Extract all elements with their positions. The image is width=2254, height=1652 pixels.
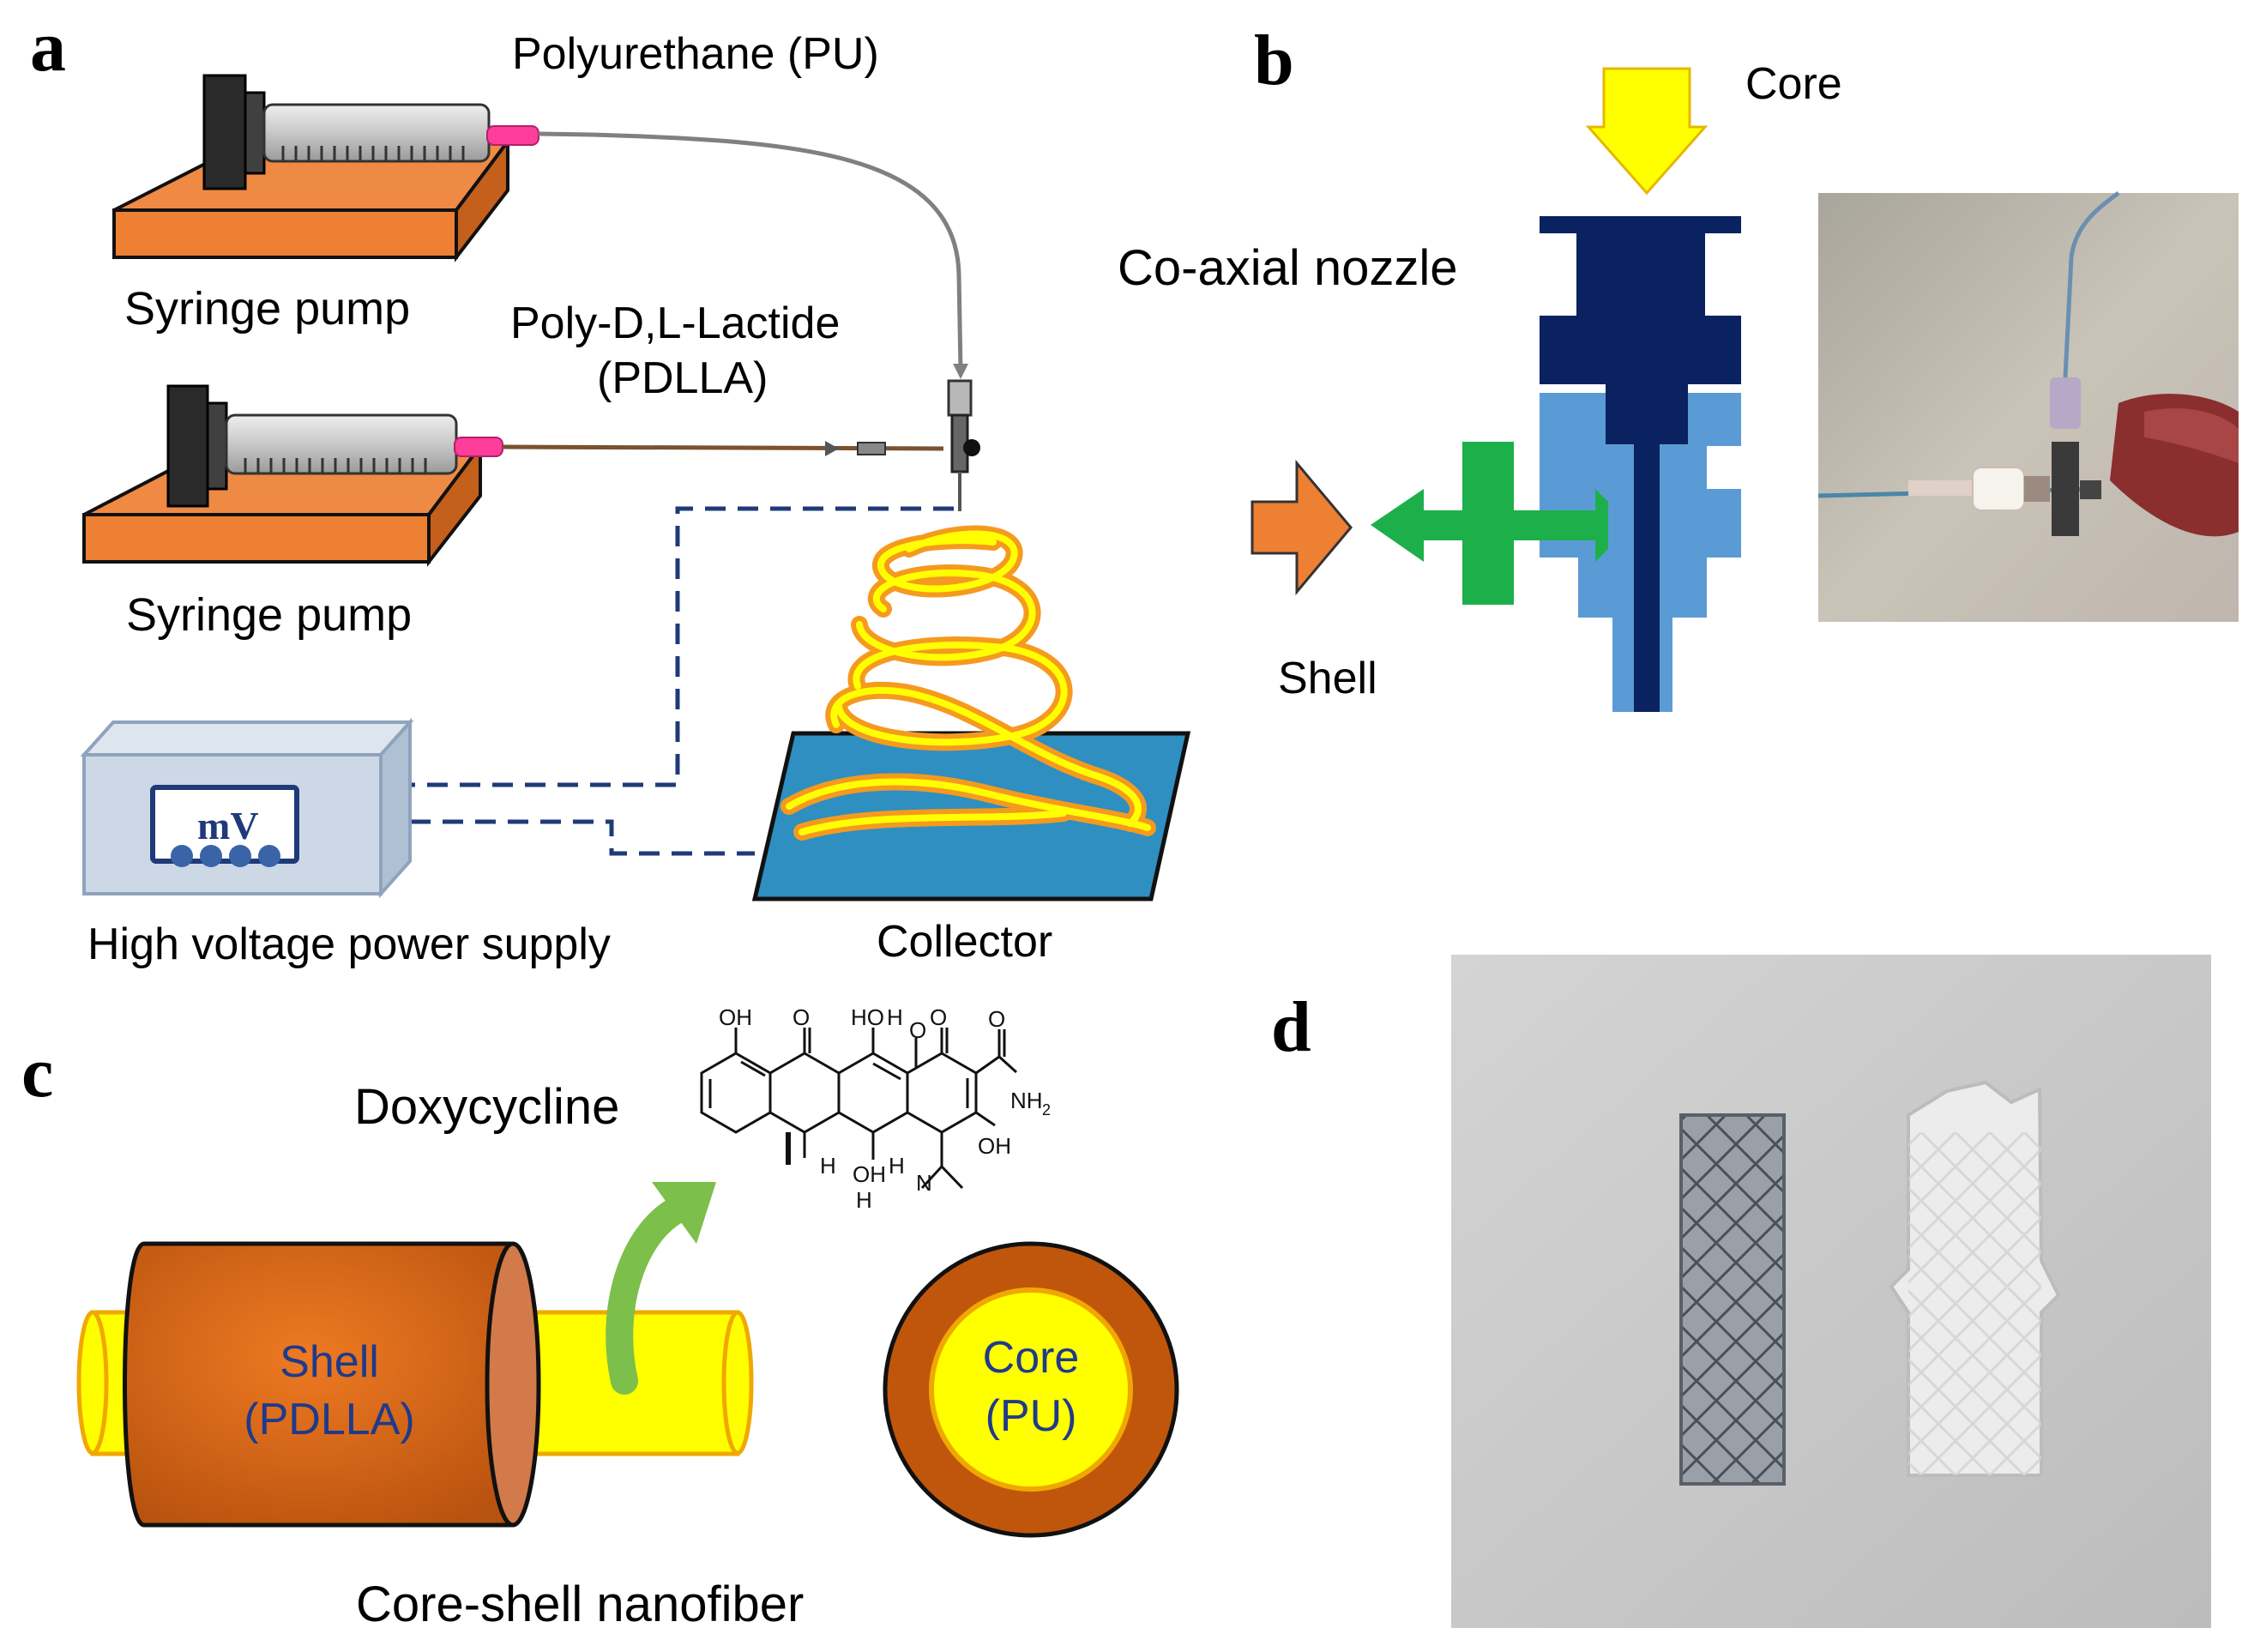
- chem-h-top: H: [887, 1004, 903, 1030]
- green-flow-arrow: [1371, 442, 1608, 605]
- shell-label: Shell: [1278, 654, 1377, 703]
- pdlla-label-line1: Poly-D,L-Lactide: [510, 298, 840, 348]
- syringe-pump-1-label: Syringe pump: [124, 283, 410, 335]
- pu-tube: [538, 131, 963, 371]
- nozzle-photo: [1817, 190, 2239, 622]
- chem-oh-bottom: OH: [853, 1161, 886, 1187]
- power-supply-label: High voltage power supply: [87, 919, 611, 969]
- panel-a: a Syringe pump Polyurethane (PU): [30, 7, 1191, 969]
- coaxial-nozzle: [1540, 216, 1741, 712]
- core-arrow: [1585, 67, 1709, 196]
- chem-nh2: NH: [1010, 1088, 1043, 1113]
- stent-photo: [1451, 955, 2211, 1628]
- doxycycline-structure: [700, 1028, 1018, 1190]
- shell-arrow: [1251, 459, 1353, 596]
- fiber-cross-section: Core (PU): [883, 1241, 1179, 1538]
- pu-label: Polyurethane (PU): [512, 29, 879, 79]
- panel-d: d: [1271, 955, 2211, 1628]
- pdlla-label-line2: (PDLLA): [597, 353, 768, 403]
- chem-o-2: O: [909, 1017, 926, 1043]
- core-shell-fiber: Shell (PDLLA): [76, 1241, 754, 1528]
- mini-nozzle: [947, 379, 980, 511]
- panel-letter-d: d: [1271, 987, 1311, 1067]
- collector-label: Collector: [877, 917, 1052, 967]
- core-label: Core: [1745, 59, 1842, 109]
- chem-h-bottom: H: [856, 1187, 872, 1213]
- cross-core-line1: Core: [983, 1333, 1080, 1383]
- chem-o-3: O: [930, 1004, 947, 1030]
- syringe-pump-1: [112, 74, 539, 262]
- doxycycline-label: Doxycycline: [354, 1079, 619, 1135]
- cross-core-line2: (PU): [985, 1391, 1077, 1441]
- chem-ho: HO: [851, 1004, 884, 1030]
- chem-nh2-sub: 2: [1042, 1101, 1051, 1118]
- panel-b: b Core Co-axial nozzle Shell: [1118, 21, 2239, 712]
- fiber-shell-line2: (PDLLA): [244, 1395, 414, 1444]
- release-arrow: [606, 1182, 716, 1395]
- panel-letter-c: c: [21, 1033, 53, 1112]
- syringe-pump-2-label: Syringe pump: [126, 589, 412, 641]
- fiber-shell-line1: Shell: [280, 1337, 379, 1387]
- dashed-wires: [410, 506, 954, 856]
- voltage-meter-label: mV: [197, 804, 259, 847]
- chem-n: N: [916, 1170, 932, 1196]
- panel-c: c Doxycycline: [21, 1004, 1179, 1632]
- nozzle-label: Co-axial nozzle: [1118, 240, 1458, 296]
- fiber-spiral: [780, 525, 1156, 841]
- power-supply: mV: [80, 717, 414, 899]
- chem-oh-1: OH: [719, 1004, 752, 1030]
- fiber-label: Core-shell nanofiber: [356, 1577, 804, 1632]
- chem-h-1: H: [820, 1153, 836, 1179]
- chem-o-1: O: [793, 1004, 810, 1030]
- panel-letter-a: a: [30, 7, 66, 87]
- chem-o-4: O: [988, 1006, 1005, 1032]
- chem-oh-right: OH: [978, 1133, 1011, 1159]
- voltage-meter: [150, 785, 299, 864]
- syringe-pump-2: [82, 384, 503, 567]
- panel-letter-b: b: [1254, 21, 1294, 100]
- chem-h-2: H: [889, 1153, 905, 1179]
